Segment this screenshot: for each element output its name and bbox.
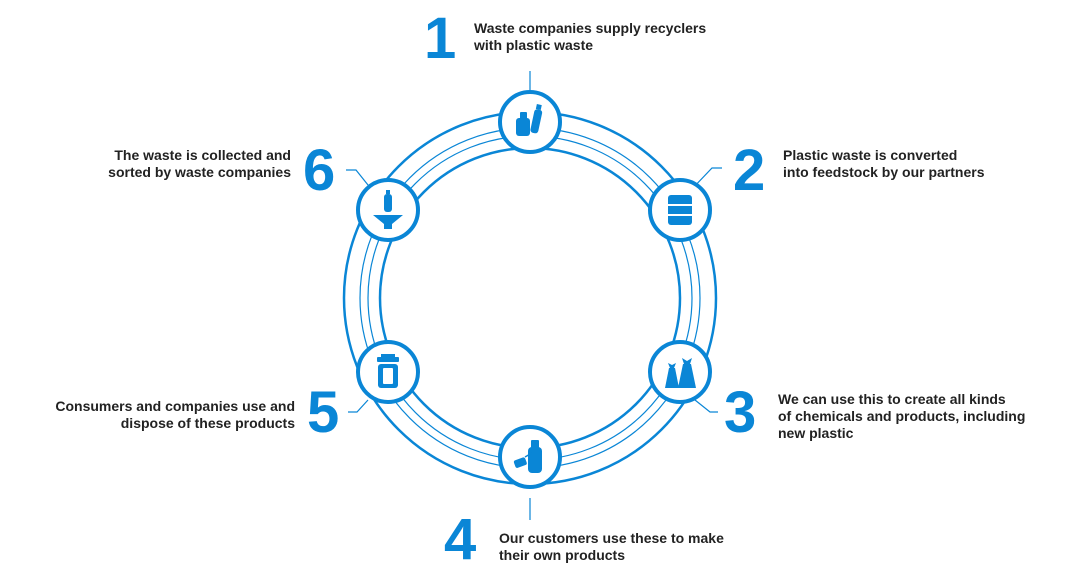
step-number-5: 5 <box>307 380 339 445</box>
ring-mid-inner <box>367 135 693 461</box>
step-number-2: 2 <box>733 138 765 203</box>
step-number-3: 3 <box>724 380 756 445</box>
node-1 <box>498 90 562 154</box>
bottles-icon <box>516 104 543 136</box>
node-5 <box>356 340 420 404</box>
node-2 <box>648 178 712 242</box>
step-text-4: Our customers use these to make their ow… <box>499 530 724 563</box>
flow-chevrons <box>378 126 682 470</box>
step-text-1: Waste companies supply recyclers with pl… <box>474 20 707 53</box>
leader-line-3 <box>694 399 718 413</box>
step-text-3: We can use this to create all kinds of c… <box>778 391 1026 441</box>
step-number-6: 6 <box>303 138 335 203</box>
step-text-5: Consumers and companies use and dispose … <box>55 398 295 431</box>
leader-line-2 <box>690 167 722 191</box>
leader-line-5 <box>348 399 369 413</box>
step-text-2: Plastic waste is converted into feedstoc… <box>783 147 985 180</box>
bags-icon <box>665 358 696 388</box>
ring-inner <box>378 146 682 450</box>
leader-line-6 <box>346 169 373 191</box>
barrel-icon <box>668 195 692 225</box>
step-text-6: The waste is collected and sorted by was… <box>108 147 291 180</box>
step-number-4: 4 <box>444 507 476 572</box>
node-4 <box>498 425 562 489</box>
bin-icon <box>377 354 399 388</box>
bottle-funnel-icon <box>373 190 403 229</box>
step-number-1: 1 <box>424 6 456 71</box>
tagged-bottle-icon <box>513 440 542 473</box>
node-3 <box>648 340 712 404</box>
node-6 <box>356 178 420 242</box>
ring-mid-outer <box>359 127 701 469</box>
